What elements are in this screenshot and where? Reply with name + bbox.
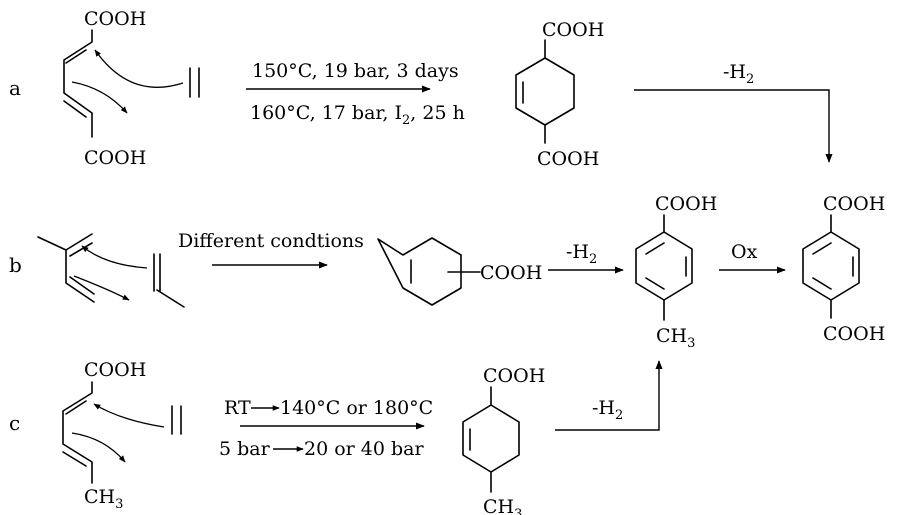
dehydro-a-label: -H2 [723,61,754,87]
oxidation-label: Ox [731,241,758,263]
terephthalic-top-group: COOH [823,193,885,215]
terephthalic-acid: COOH COOH [802,193,885,345]
condition-c-top: RT 140°C or 180°C [224,397,433,419]
diene-a-top-group: COOH [84,8,146,30]
isoprene-b [37,233,95,303]
toluic-bottom-group: CH3 [656,325,695,351]
row-label-b: b [9,253,22,277]
methylcyclohexene-acid-c: COOH CH3 [462,365,545,515]
row-label-a: a [9,76,21,100]
cyclohexene-diacid-a: COOH COOH [515,19,604,170]
diene-a-bottom-group: COOH [84,147,146,169]
sorbic-acid-c: COOH CH3 [62,359,146,512]
product-c-bottom-group: CH3 [483,496,522,515]
curly-arrow-b2 [73,275,130,301]
diene-c-top-group: COOH [84,359,146,381]
condition-c-bottom: 5 bar 20 or 40 bar [219,438,424,460]
condition-a-top: 150°C, 19 bar, 3 days [252,60,459,82]
condition-c-top-start: RT [224,397,251,419]
row-label-c: c [9,411,20,435]
condition-b: Different condtions [178,230,364,252]
dehydro-b-label: -H2 [566,241,597,267]
toluic-top-group: COOH [655,193,717,215]
p-toluic-acid: COOH CH3 [635,193,717,351]
curly-arrow-b1 [81,245,148,269]
curly-arrow-c2 [71,432,126,463]
curly-arrow-a1 [94,49,184,88]
product-c-top-group: COOH [483,365,545,387]
diene-c-bottom-group: CH3 [84,486,123,512]
product-b-substituent: COOH [480,262,542,284]
condition-c-bottom-end: 20 or 40 bar [304,438,424,460]
ethylene-c [171,405,182,435]
terephthalic-bottom-group: COOH [823,323,885,345]
curly-arrow-a2 [71,81,128,114]
product-a-bottom-group: COOH [537,148,599,170]
condition-c-top-end: 140°C or 180°C [280,397,433,419]
propylene-b [153,253,185,308]
curly-arrow-c1 [93,403,165,428]
condition-c-bottom-start: 5 bar [219,438,271,460]
dehydro-c-label: -H2 [592,397,623,423]
methylcyclohexene-acid-b: COOH [377,237,542,306]
ethylene-a [189,67,200,98]
dehydrogenation-arrow-a [634,89,833,163]
muconic-acid-a: COOH COOH [63,8,146,169]
condition-a-bottom: 160°C, 17 bar, I2, 25 h [250,102,465,128]
product-a-top-group: COOH [542,19,604,41]
dehydrogenation-arrow-c [555,360,663,431]
